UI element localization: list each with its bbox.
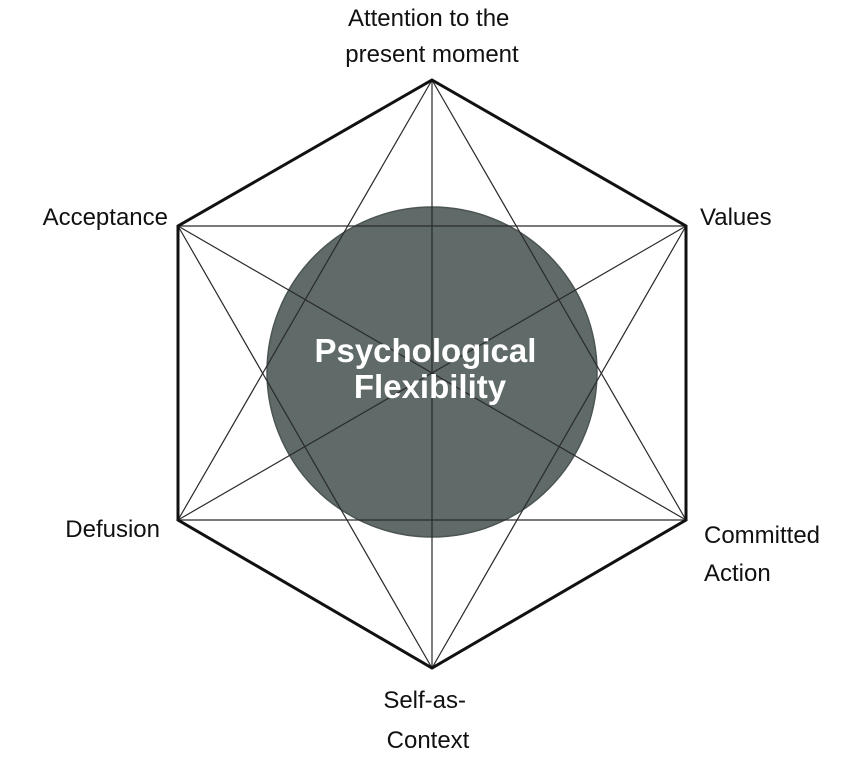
node-label-committed-action: Committed Action	[704, 522, 827, 587]
node-label-acceptance: Acceptance	[43, 204, 168, 231]
node-label-defusion-line-1: Defusion	[65, 516, 160, 543]
node-label-self-as-context-line-1: Self-as-	[383, 687, 466, 714]
node-label-committed-action-line-1: Committed	[704, 522, 820, 549]
node-label-committed-action-line-2: Action	[704, 560, 771, 587]
center-label-line-1: Psychological	[314, 332, 536, 369]
node-label-attention: Attention to the present moment	[345, 5, 519, 68]
center-label: Psychological Flexibility	[314, 332, 545, 405]
node-label-attention-line-1: Attention to the	[348, 5, 509, 32]
center-label-line-2: Flexibility	[354, 368, 507, 405]
node-label-defusion: Defusion	[65, 516, 160, 543]
node-label-values: Values	[700, 204, 772, 231]
node-label-values-line-1: Values	[700, 204, 772, 231]
node-label-self-as-context: Self-as- Context	[383, 687, 472, 754]
diagonal-lines	[177, 80, 687, 668]
node-label-attention-line-2: present moment	[345, 41, 519, 68]
node-label-self-as-context-line-2: Context	[387, 727, 470, 754]
line-upper-right-to-lower-left	[177, 225, 687, 521]
outer-hexagon	[176, 78, 688, 670]
node-label-acceptance-line-1: Acceptance	[43, 204, 168, 231]
